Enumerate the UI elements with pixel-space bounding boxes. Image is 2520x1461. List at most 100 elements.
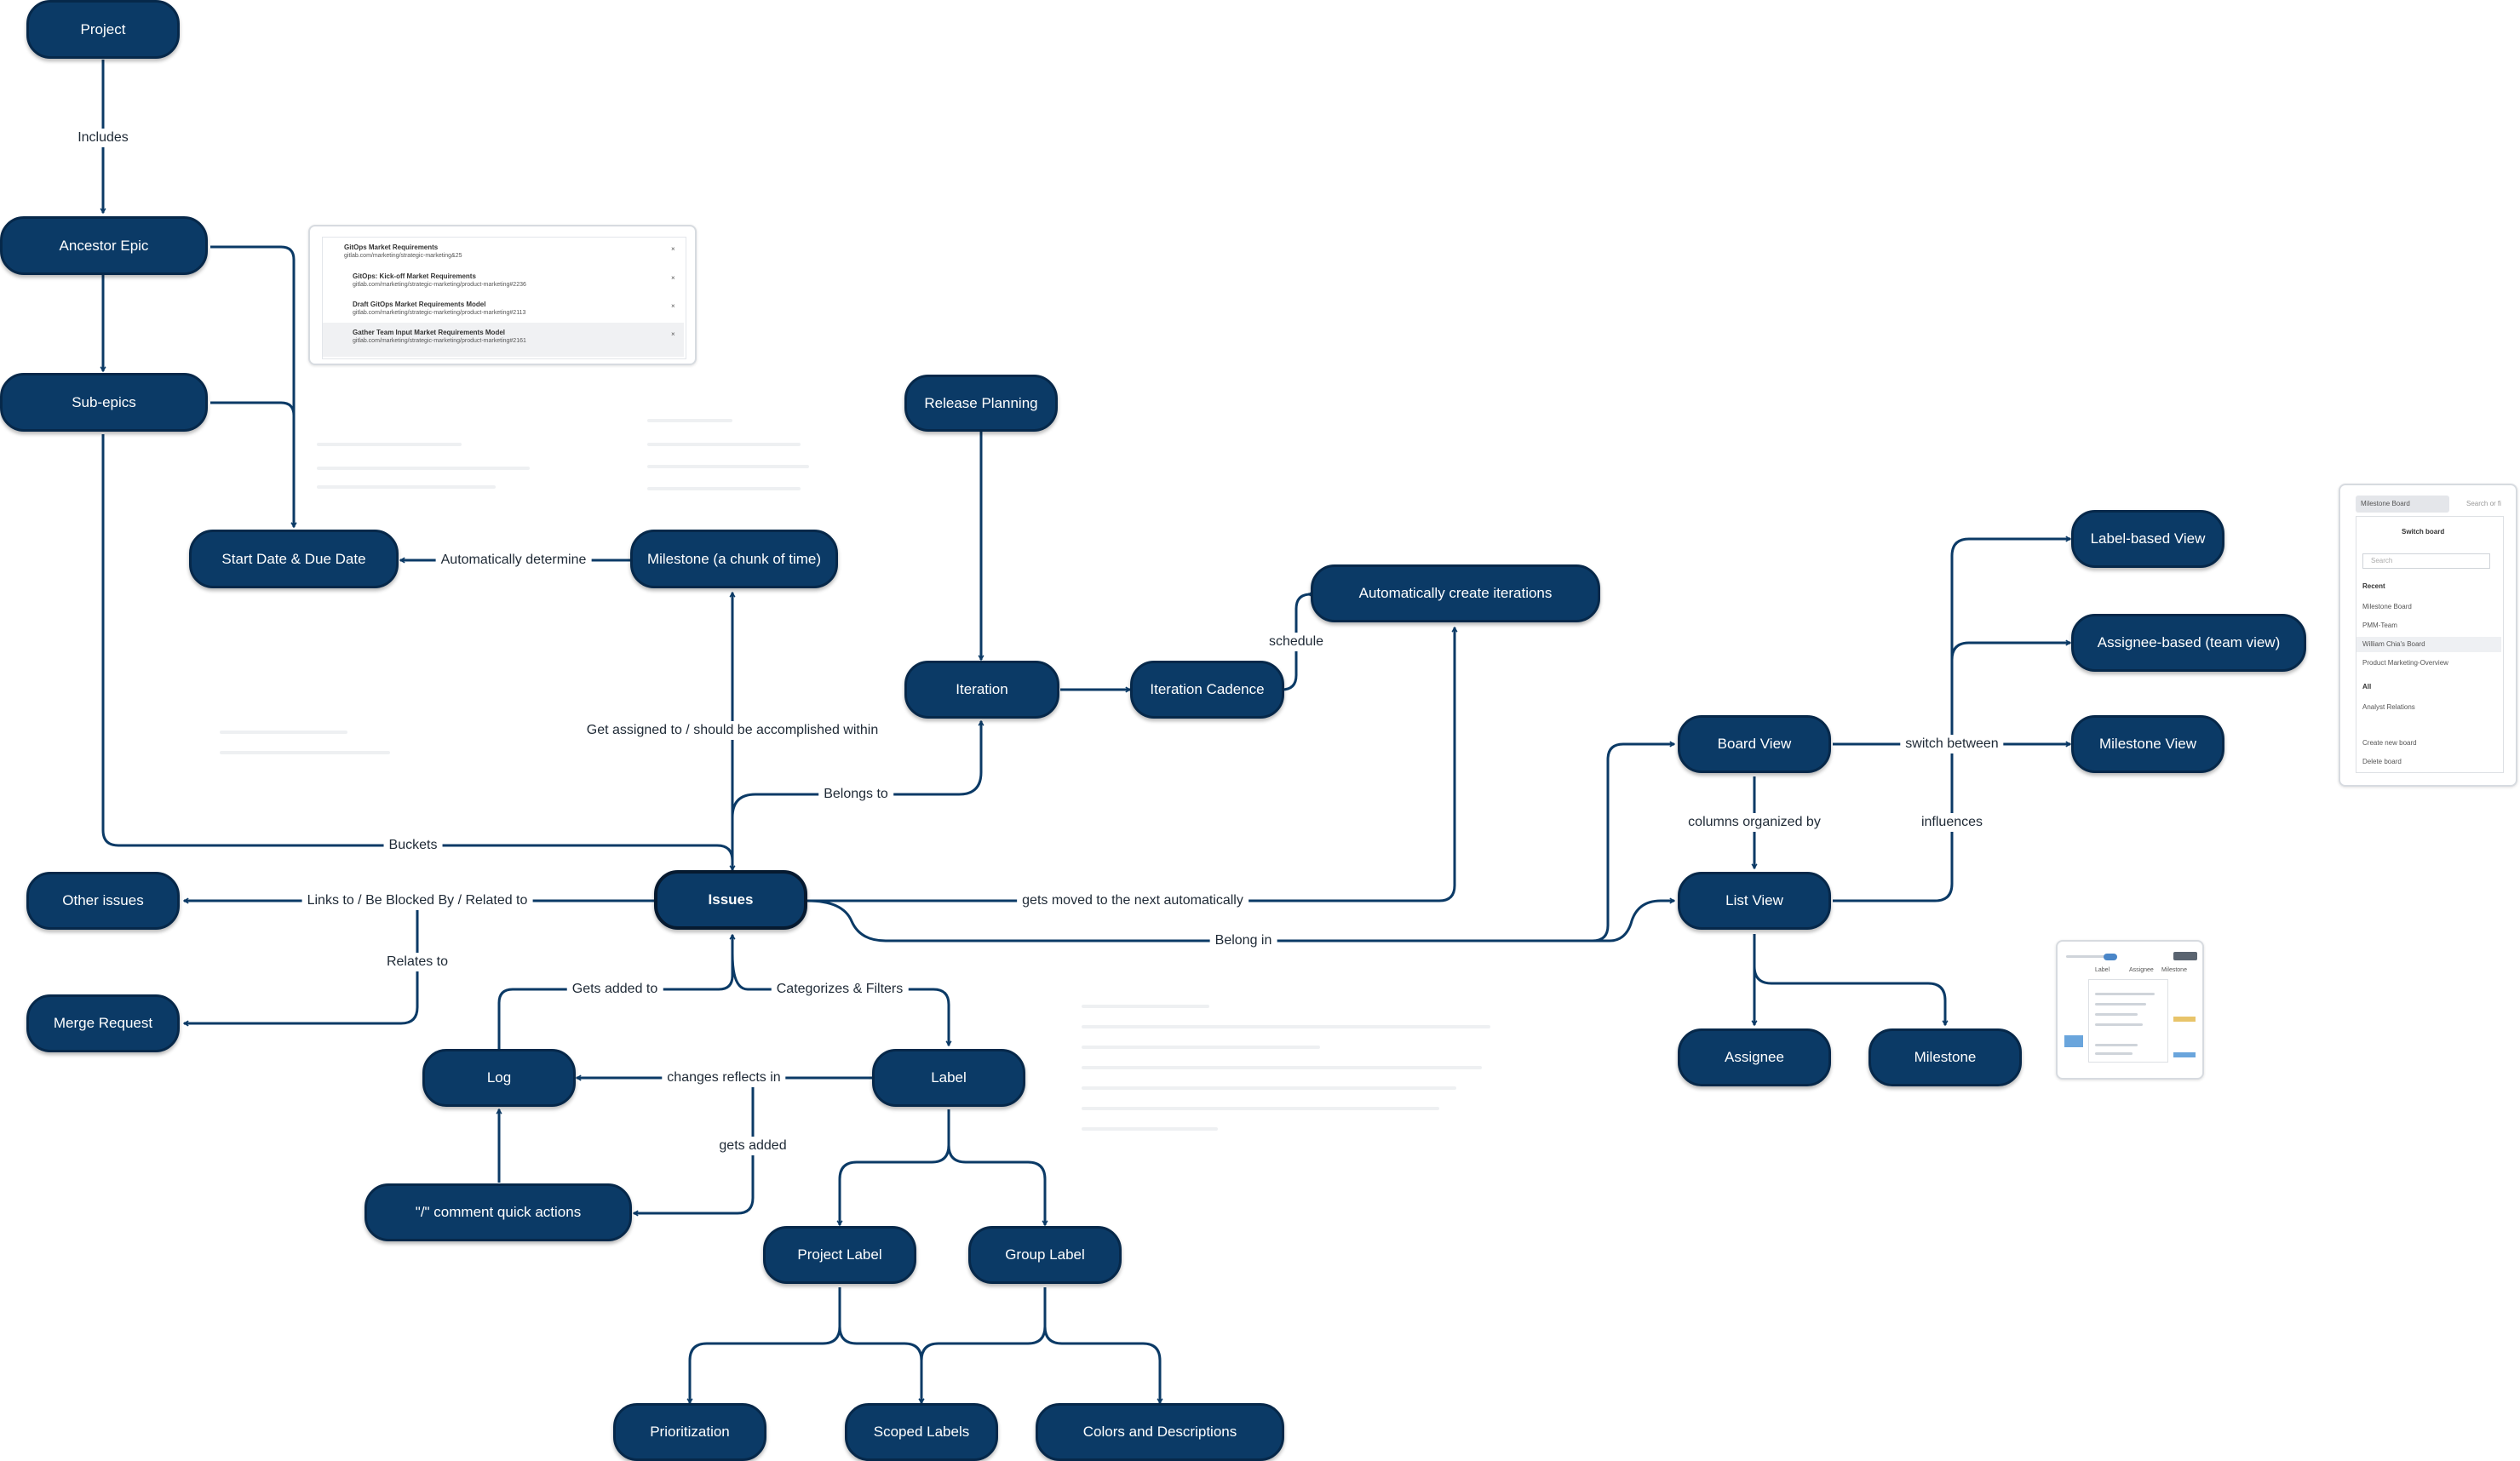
recent-heading: Recent [2362,582,2385,590]
faint-note-line [220,751,390,754]
node-label-text: Label [931,1069,967,1086]
edge-sub-epics-issues [101,434,732,870]
list-tab: Milestone [2161,967,2187,973]
faint-note-line [647,487,801,490]
dropdown-search: Search [2371,557,2393,564]
node-label: Log [486,1069,512,1086]
node-label: Automatically create iterations [1358,585,1553,601]
node-label: Scoped Labels [873,1424,970,1440]
node-milestone-view[interactable]: Milestone View [2071,715,2224,773]
faint-note-line [1082,1046,1320,1049]
epic-row-title: Gather Team Input Market Requirements Mo… [353,329,505,336]
edge-label-includes: Includes [72,129,134,147]
node-label: Merge Request [53,1015,153,1031]
edge-label-schedule: schedule [1263,633,1329,651]
epic-row-title: Draft GitOps Market Requirements Model [353,301,486,308]
node-label: Milestone [1914,1049,1977,1065]
edge-ancestor-epic-start-date [210,245,294,527]
node-comment-quick-actions[interactable]: "/" comment quick actions [365,1183,632,1241]
edge-list-milestone [1753,934,1945,1025]
node-label: Project Label [797,1246,882,1263]
edge-label-group-label [947,1109,1045,1225]
node-label: Other issues [62,892,144,908]
node-label: Project [80,20,126,37]
recent-item: PMM-Team [2362,622,2397,629]
edge-label-links-to: Links to / Be Blocked By / Related to [301,891,533,910]
edge-label-gets-added-to: Gets added to [566,980,663,999]
edge-issues-board-view [807,744,1674,942]
node-iteration-cadence[interactable]: Iteration Cadence [1130,661,1284,719]
dropdown-header: Switch board [2402,528,2445,536]
edge-group-label-scoped [921,1287,1047,1403]
edge-label-automatically-determine: Automatically determine [435,551,592,570]
recent-item: Milestone Board [2362,603,2412,610]
edge-cadence-auto-create [1281,594,1311,691]
faint-note-line [647,419,732,422]
epic-row-url: gitlab.com/marketing/strategic-marketing… [353,282,526,288]
edge-group-label-colors [1043,1287,1160,1403]
node-colors-descriptions[interactable]: Colors and Descriptions [1036,1403,1284,1461]
node-label: Release Planning [924,394,1038,411]
faint-note-line [1082,1127,1218,1131]
list-view-screenshot: Label Assignee Milestone [2056,940,2204,1080]
faint-note-line [220,730,347,734]
edge-label-relates-to: Relates to [381,953,454,971]
epic-row-title: GitOps: Kick-off Market Requirements [353,272,476,280]
edge-switch-label-view [1950,539,2070,744]
node-label: Milestone (a chunk of time) [646,550,822,567]
edge-label-quick-actions [634,1078,755,1213]
node-scoped-labels[interactable]: Scoped Labels [845,1403,998,1461]
node-issues[interactable]: Issues [654,870,807,930]
edge-label-belong-in: Belong in [1209,931,1277,950]
close-icon: × [671,245,675,253]
all-item: Analyst Relations [2362,703,2415,711]
epic-row-url: gitlab.com/marketing/strategic-marketing… [344,253,462,259]
edge-issues-list-view [1584,901,1674,942]
node-board-view[interactable]: Board View [1678,715,1831,773]
faint-note-line [1082,1005,1209,1008]
epic-tree-screenshot: GitOps Market Requirements gitlab.com/ma… [308,225,697,365]
node-project[interactable]: Project [26,0,180,59]
node-other-issues[interactable]: Other issues [26,872,180,930]
board-search-placeholder: Search or fi [2466,500,2501,507]
node-iteration[interactable]: Iteration [904,661,1059,719]
node-start-due-date[interactable]: Start Date & Due Date [189,530,399,588]
edge-label-columns-organized-by: columns organized by [1683,813,1826,832]
node-label: List View [1725,892,1783,908]
node-milestone[interactable]: Milestone [1868,1028,2022,1086]
node-label-based-view[interactable]: Label-based View [2071,510,2224,568]
edge-label-gets-added: gets added [714,1137,792,1155]
node-log[interactable]: Log [422,1049,576,1107]
switch-board-screenshot: Milestone Board Search or fi Switch boar… [2339,484,2517,787]
edge-sub-epics-start-date [210,401,294,527]
node-assignee-based-view[interactable]: Assignee-based (team view) [2071,614,2306,672]
node-release-planning[interactable]: Release Planning [904,375,1058,432]
edge-project-label-scoped [838,1287,921,1403]
node-label: Assignee [1725,1049,1784,1065]
node-auto-create-iterations[interactable]: Automatically create iterations [1311,564,1600,622]
node-project-label[interactable]: Project Label [763,1226,916,1284]
edge-issues-auto-create [807,627,1455,902]
node-group-label[interactable]: Group Label [968,1226,1122,1284]
node-prioritization[interactable]: Prioritization [613,1403,766,1461]
node-milestone-chunk[interactable]: Milestone (a chunk of time) [630,530,838,588]
faint-note-line [317,443,462,446]
node-label: Ancestor Epic [59,237,149,254]
edge-label-get-assigned-to: Get assigned to / should be accomplished… [581,721,884,740]
node-ancestor-epic[interactable]: Ancestor Epic [0,216,208,275]
edge-label-changes-reflects-in: changes reflects in [662,1069,786,1087]
edge-label-project-label [840,1109,950,1225]
node-list-view[interactable]: List View [1678,872,1831,930]
node-assignee[interactable]: Assignee [1678,1028,1831,1086]
epic-row-url: gitlab.com/marketing/strategic-marketing… [353,310,526,316]
node-label: Group Label [1005,1246,1085,1263]
edge-label-influences: influences [1915,813,1989,832]
node-sub-epics[interactable]: Sub-epics [0,373,208,432]
node-merge-request[interactable]: Merge Request [26,994,180,1052]
edge-project-label-prioritization [690,1287,841,1403]
close-icon: × [671,274,675,282]
node-label[interactable]: Label [872,1049,1025,1107]
edge-label-gets-moved: gets moved to the next automatically [1017,891,1249,910]
node-label: Iteration Cadence [1150,681,1265,697]
